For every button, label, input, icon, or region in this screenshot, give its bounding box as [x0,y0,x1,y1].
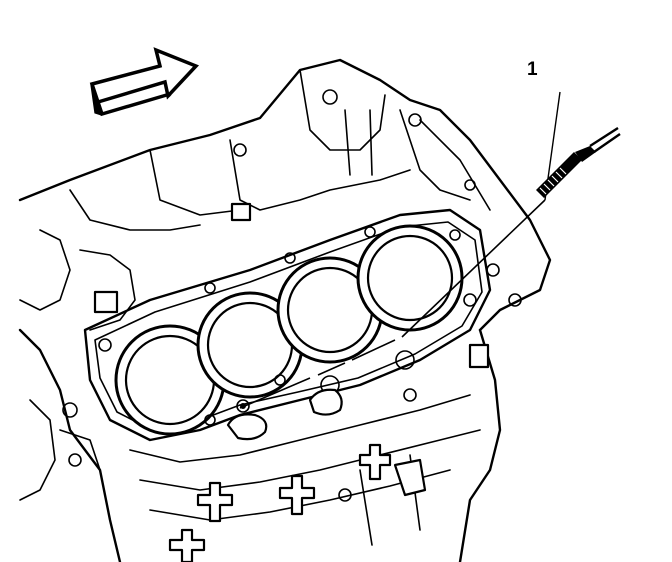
direction-arrow-icon [89,47,200,117]
engine-block-upper [18,58,552,332]
head-gasket [83,208,492,442]
callout-label-1: 1 [527,59,538,80]
probe-tool [536,126,621,198]
engine-block-lower [18,328,502,562]
